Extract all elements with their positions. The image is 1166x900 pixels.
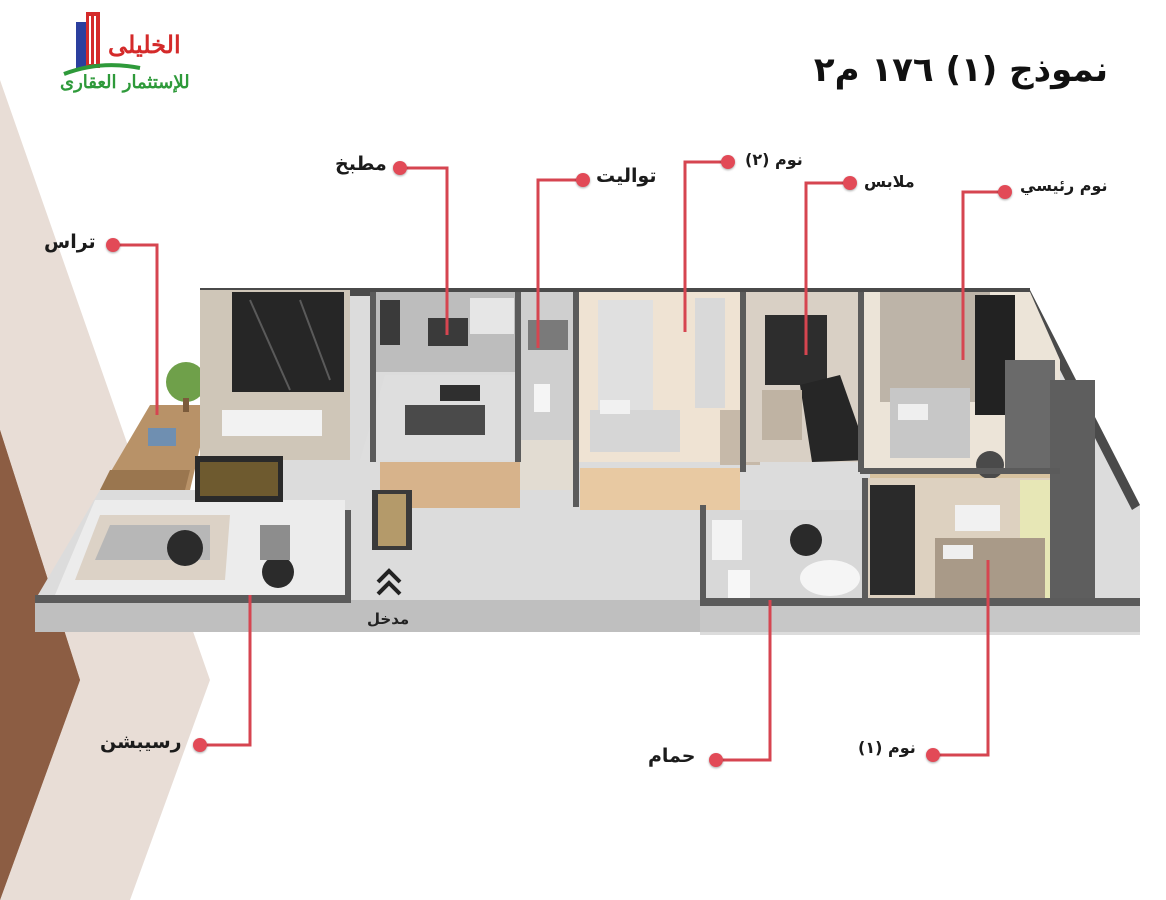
kitchen-leader <box>400 166 449 335</box>
terrace-label: تراس <box>44 231 96 253</box>
logo-subtitle: للإستثمار العقارى <box>60 72 190 93</box>
toilet-marker <box>576 173 590 187</box>
bedroom-2-leader <box>683 160 728 332</box>
bedroom-1-marker <box>926 748 940 762</box>
bedroom-2-marker <box>721 155 735 169</box>
master-bedroom-marker <box>998 185 1012 199</box>
reception-area <box>55 290 350 595</box>
entrance-arrow-icon <box>376 568 402 596</box>
bedroom-2-label: نوم (٢) <box>745 150 803 169</box>
dressing-label: ملابس <box>864 172 915 191</box>
entrance-label: مدخل <box>367 610 410 628</box>
terrace-marker <box>106 238 120 252</box>
bedroom-1-leader <box>933 560 990 757</box>
building-logo-icon <box>63 12 141 76</box>
bedroom-1-area <box>865 380 1095 600</box>
logo-name: الخليلى <box>108 30 181 59</box>
master-bedroom-label: نوم رئيسي <box>1020 176 1108 195</box>
reception-leader <box>200 595 252 747</box>
page-title: نموذج (١) ١٧٦ م٢ <box>813 50 1108 90</box>
dressing-area <box>745 292 870 462</box>
reception-marker <box>193 738 207 752</box>
kitchen-area <box>360 292 520 550</box>
terrace-leader <box>113 243 159 415</box>
terrace-area <box>100 362 210 490</box>
reception-label: رسيبشن <box>100 731 182 753</box>
toilet-leader <box>536 178 583 348</box>
toilet-area <box>520 292 575 490</box>
bathroom-label: حمام <box>648 745 696 767</box>
dressing-leader <box>804 181 850 355</box>
bathroom-leader <box>716 600 772 762</box>
toilet-label: تواليت <box>596 165 657 187</box>
kitchen-label: مطبخ <box>335 153 387 175</box>
dressing-marker <box>843 176 857 190</box>
bathroom-marker <box>709 753 723 767</box>
kitchen-marker <box>393 161 407 175</box>
bedroom-1-label: نوم (١) <box>858 738 916 757</box>
company-logo <box>60 8 185 103</box>
master-bedroom-leader <box>961 190 1005 360</box>
bathroom-area <box>705 510 865 605</box>
